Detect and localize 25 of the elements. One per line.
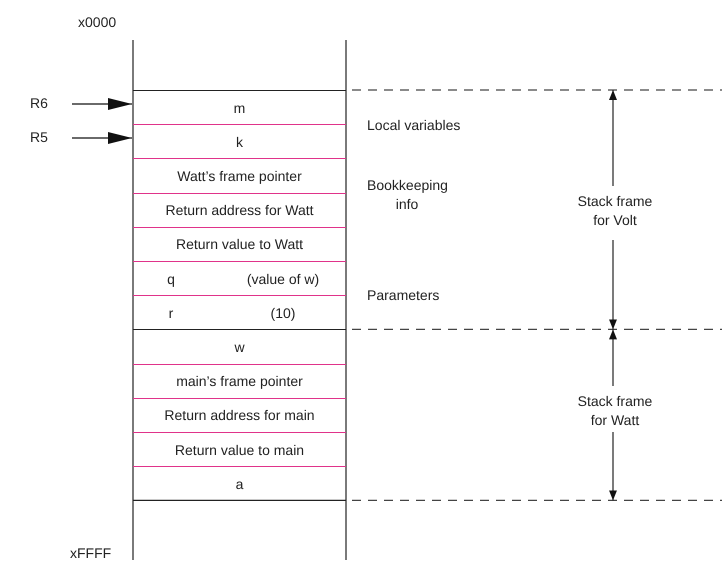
cell-text: (10) [270,304,296,321]
region-label: Bookkeeping info [367,176,447,214]
pointer-arrow [72,98,132,110]
cell-text: main’s frame pointer [176,373,303,390]
frame-label: Stack frame for Watt [576,392,654,430]
frame-label: Stack frame for Volt [576,192,654,230]
cell-text: Return address for Watt [165,202,314,218]
cell-text: w [234,338,245,355]
cell-text: Return value to Watt [176,236,304,252]
register-label: R6 [30,95,48,111]
region-label: Parameters [367,287,440,303]
cell-text: a [236,476,244,492]
pointer-arrow [72,132,132,144]
variable-name: r [168,304,174,321]
register-label: R5 [30,129,48,145]
cell-text: Return value to main [174,442,304,458]
address-label: xFFFF [70,545,112,561]
cell-text: Return address for main [164,407,315,424]
region-label: Local variables [367,117,460,133]
cell-text: Watt’s frame pointer [177,168,302,184]
cell-text: k [236,134,243,150]
address-label: x0000 [78,14,116,30]
cell-text: (value of w) [246,270,320,287]
cell-text: m [234,100,246,116]
variable-name: q [167,270,175,287]
